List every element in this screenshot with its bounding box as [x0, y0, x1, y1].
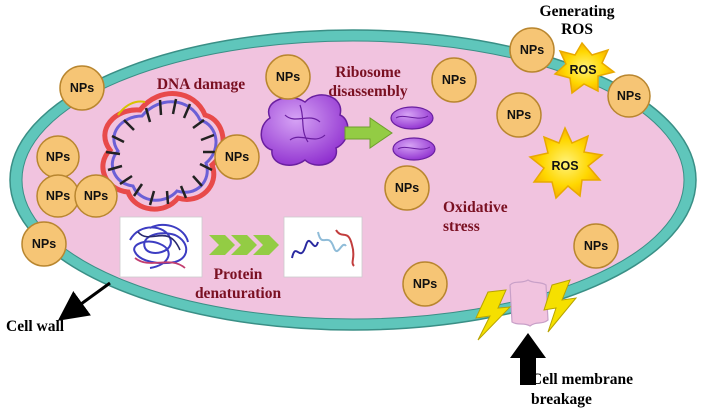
np-particle: NPs [59, 65, 105, 111]
protein-denaturation-line1: Protein [214, 266, 263, 283]
ribosome-arrow-icon [344, 117, 393, 149]
svg-text:NPs: NPs [413, 277, 437, 291]
svg-text:NPs: NPs [442, 73, 466, 87]
protein-denaturation-line2: denaturation [195, 285, 282, 302]
ros-outer-label: ROS [569, 63, 596, 77]
np-particle: NPs [74, 174, 118, 218]
svg-text:NPs: NPs [84, 189, 108, 203]
folded-protein-icon [119, 216, 203, 278]
np-particle: NPs [431, 57, 477, 103]
oxidative-stress-line1: Oxidative [443, 199, 508, 216]
svg-text:NPs: NPs [70, 81, 94, 95]
np-particle: NPs [573, 223, 619, 269]
np-particle: NPs [21, 221, 67, 267]
nanoparticles: NPs NPs NPs NPs NPs NPs NPs NPs NPs NPs … [21, 27, 651, 307]
membrane-arrow-icon [510, 333, 546, 385]
svg-text:NPs: NPs [507, 108, 531, 122]
svg-text:NPs: NPs [32, 237, 56, 251]
cell-wall-label: Cell wall [6, 318, 65, 335]
ros-inner-label: ROS [551, 159, 578, 173]
ribosome-subunits-icon [390, 106, 436, 161]
dna-plasmid-icon [100, 91, 226, 212]
np-particle: NPs [496, 92, 542, 138]
lightning-left-icon [475, 289, 512, 341]
lightning-right-icon [543, 279, 578, 333]
dna-damage-label: DNA damage [157, 76, 245, 93]
np-particle: NPs [36, 135, 80, 179]
np-particle: NPs [384, 165, 430, 211]
oxidative-stress-line2: stress [443, 218, 480, 235]
membrane-breach-icon [509, 279, 549, 327]
ros-star-inner-icon: ROS [528, 126, 604, 200]
np-particle: NPs [265, 54, 311, 100]
unfolded-protein-icon [283, 216, 363, 278]
svg-text:NPs: NPs [46, 150, 70, 164]
svg-text:NPs: NPs [276, 70, 300, 84]
membrane-breakage-line1: Cell membrane [531, 371, 633, 388]
denaturation-chevrons-icon [209, 235, 279, 255]
svg-text:NPs: NPs [617, 89, 641, 103]
svg-text:NPs: NPs [225, 150, 249, 164]
np-particle: NPs [214, 134, 260, 180]
svg-text:NPs: NPs [46, 189, 70, 203]
svg-text:NPs: NPs [520, 43, 544, 57]
ros-star-outer-icon: ROS [553, 41, 616, 95]
svg-text:NPs: NPs [395, 181, 419, 195]
ribosome-icon [260, 94, 349, 166]
np-particle: NPs [36, 174, 80, 218]
svg-text:NPs: NPs [584, 239, 608, 253]
np-particle: NPs [509, 27, 555, 73]
ribosome-label-line2: disassembly [328, 83, 407, 100]
cell-wall-arrow-icon [57, 281, 111, 321]
membrane-breakage-line2: breakage [531, 391, 592, 408]
np-particle: NPs [402, 261, 448, 307]
np-particle: NPs [607, 74, 651, 118]
generating-ros-line2: ROS [561, 21, 593, 38]
ribosome-label-line1: Ribosome [335, 64, 401, 81]
generating-ros-line1: Generating [540, 3, 615, 20]
